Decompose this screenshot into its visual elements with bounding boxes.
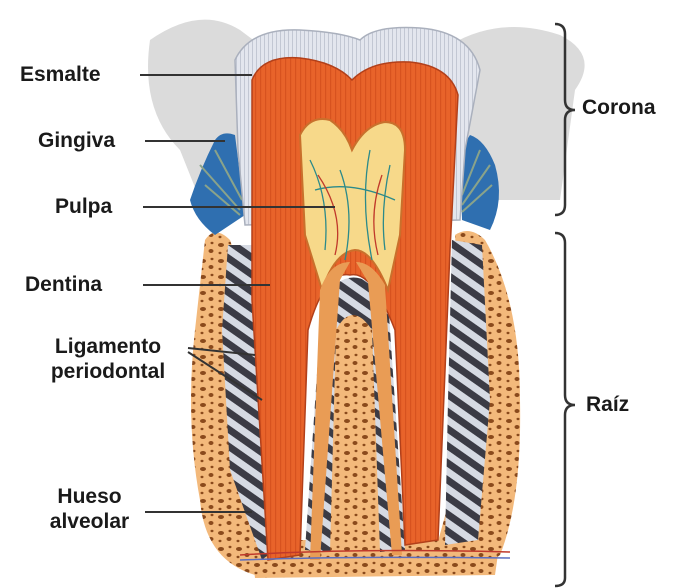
label-esmalte: Esmalte [20, 62, 101, 87]
label-hueso-line2: alveolar [32, 509, 147, 534]
label-ligamento: Ligamento periodontal [28, 334, 188, 384]
label-hueso-line1: Hueso [32, 484, 147, 509]
label-dentina: Dentina [25, 272, 102, 297]
label-ligamento-line1: Ligamento [28, 334, 188, 359]
label-raiz: Raíz [586, 392, 629, 417]
label-ligamento-line2: periodontal [28, 359, 188, 384]
label-corona: Corona [582, 95, 656, 120]
raiz-bracket [555, 233, 575, 586]
label-pulpa: Pulpa [55, 194, 112, 219]
label-gingiva: Gingiva [38, 128, 115, 153]
label-hueso-alveolar: Hueso alveolar [32, 484, 147, 534]
